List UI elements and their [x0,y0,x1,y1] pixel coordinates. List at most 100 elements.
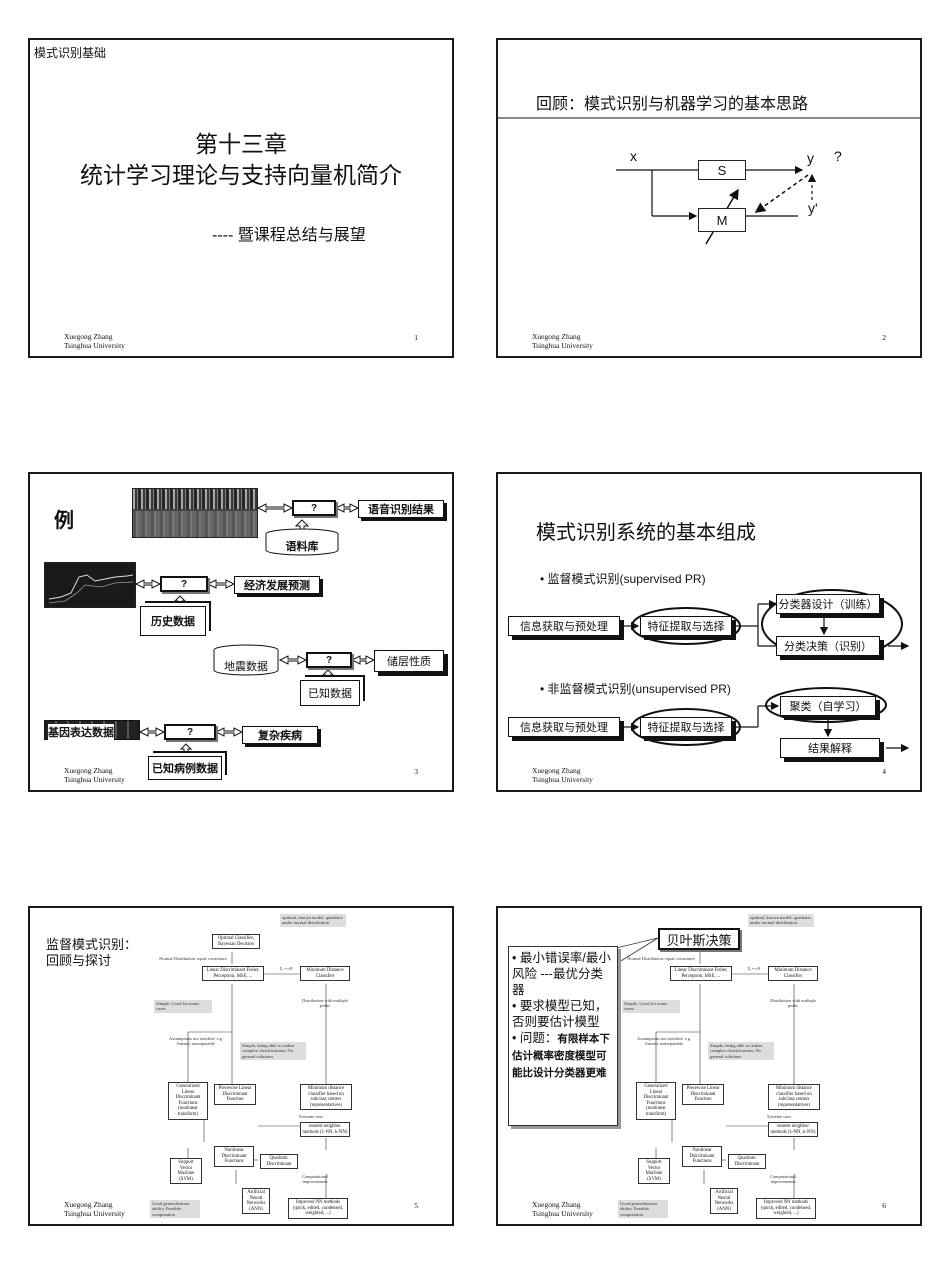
classifier-flowchart: Optimal Classifier, Bayesian Decision op… [616,912,916,1224]
optimal-note: optimal, known model, quadratic under no… [748,914,814,927]
econ-unknown-box: ? [160,576,208,592]
feature-box-unsupervised: 特征提取与选择 [640,717,732,737]
economic-chart-image [44,562,136,608]
simple-note: Simple, Good for many cases [622,1000,680,1013]
svm-box: Support Vector Machine (SVM) [638,1158,670,1185]
speech-result-box: 语音识别结果 [358,500,444,518]
sigma-label: Σᵢ = σ²I [747,966,761,971]
chapter-subtitle: 统计学习理论与支持向量机简介 [80,162,402,188]
speech-waveform-image [132,488,258,538]
page-number: 5 [414,1201,418,1210]
seismic-data-label: 地震数据 [224,661,268,673]
chapter-title: 第十三章 [195,131,287,157]
generalized-linear-box: Generalized Linear Discriminant Function… [168,1082,208,1120]
distribution-note: Distribution with multiple peaks [302,998,348,1009]
output-y-label: y [807,150,814,166]
normal-note: Normal Distribution, equal covariance [159,956,227,961]
subclass-centers-box: Minimum distance classifier based on sub… [768,1084,820,1111]
good-generalization-note: Good generalization ability, Feasible co… [150,1200,200,1219]
linear-discriminant-box: Linear Discriminant Fisher, Perceptron, … [670,966,732,982]
simple2-note: Simple, being able to realize complex cl… [240,1042,306,1061]
page-number: 1 [414,333,418,342]
computational-note: Computational improvements [769,1174,797,1185]
extreme-case-label: Extreme case [767,1114,791,1119]
known-cases-box: 已知病例数据 [148,756,222,780]
slide-title: 模式识别系统的基本组成 [536,522,756,544]
linear-discriminant-box: Linear Discriminant Fisher, Perceptron, … [202,966,264,982]
slide-6: Optimal Classifier, Bayesian Decision op… [496,906,922,1226]
question-label: ? [834,148,842,164]
output-yprime-label: y' [808,200,818,216]
bayes-decision-label: 贝叶斯决策 [658,928,740,950]
slide-title-line2: 回顾与探讨 [46,953,112,968]
known-data-box: 已知数据 [300,680,360,706]
page-number: 3 [414,767,418,776]
ann-box: Artificial Neural Networks (ANN) [710,1188,738,1215]
distribution-note: Distribution with multiple peaks [770,998,816,1009]
slide-2: 回顾：模式识别与机器学习的基本思路 S M x y ? y' Xuegong Z… [496,38,922,358]
assumption-note: Assumptions not satisfied, e.g. linearly… [169,1036,223,1047]
quadratic-box: Quadratic Discriminant [728,1154,766,1170]
extreme-case-label: Extreme case [299,1114,323,1119]
nonlinear-box: Nonlinear Discriminant Functions [682,1146,722,1167]
assumption-note: Assumptions not satisfied, e.g. linearly… [637,1036,691,1047]
bullet-model-known: • 要求模型已知，否则要估计模型 [512,999,608,1029]
page-number: 6 [882,1201,886,1210]
slide-header: 模式识别基础 [34,46,107,60]
slide-5: 监督模式识别： 回顾与探讨 Optimal Classifier, Bayesi… [28,906,454,1226]
input-x-label: x [630,148,637,164]
good-generalization-note: Good generalization ability, Feasible co… [618,1200,668,1219]
simple2-note: Simple, being able to realize complex cl… [708,1042,774,1061]
min-distance-box: Minimum Distance Classifier [768,966,818,982]
slide-title: 例 [54,510,74,532]
gene-unknown-box: ? [164,724,216,740]
improved-nn-box: Improved NN methods (quick, edited, cond… [756,1198,816,1219]
supervised-label: • 监督模式识别(supervised PR) [540,572,706,586]
page-number: 4 [882,767,886,776]
ann-box: Artificial Neural Networks (ANN) [242,1188,270,1215]
bullet-problem: • 问题：有限样本下估计概率密度模型可能比设计分类器更难 [512,1031,610,1079]
slide-1: 模式识别基础 第十三章 统计学习理论与支持向量机简介 ---- 暨课程总结与展望… [28,38,454,358]
speech-db-label: 语料库 [285,541,319,553]
bullet-optimal: • 最小错误率/最小风险 ---最优分类器 [512,951,611,997]
example-connectors [134,503,376,753]
reservoir-box: 储层性质 [374,650,444,672]
slide-title: 回顾：模式识别与机器学习的基本思路 [536,96,809,113]
econ-result-box: 经济发展预测 [234,576,320,594]
gene-data-label: 基因表达数据 [48,724,114,740]
generalized-linear-box: Generalized Linear Discriminant Function… [636,1082,676,1120]
model-m-box: M [698,208,746,232]
improved-nn-box: Improved NN methods (quick, edited, cond… [288,1198,348,1219]
sigma-label: Σᵢ = σ²I [279,966,293,971]
bayes-callout: • 最小错误率/最小风险 ---最优分类器 • 要求模型已知，否则要估计模型 •… [508,946,618,1126]
pr-flow-diagram [624,589,910,753]
seismic-unknown-box: ? [306,652,352,668]
slide-title-line1: 监督模式识别： [46,937,138,952]
system-s-box: S [698,160,746,180]
acquire-box-unsupervised: 信息获取与预处理 [508,717,620,737]
unsupervised-label: • 非监督模式识别(unsupervised PR) [540,682,731,696]
history-data-box: 历史数据 [140,606,206,636]
computational-note: Computational improvements [301,1174,329,1185]
nonlinear-box: Nonlinear Discriminant Functions [214,1146,254,1167]
optimal-note: optimal, known model, quadratic under no… [280,914,346,927]
simple-note: Simple, Good for many cases [154,1000,212,1013]
slide-3: 例 ? 语音识别结果 语料库 ? 经济发展预测 历史数据 地震数 [28,472,454,792]
feature-box-supervised: 特征提取与选择 [640,616,732,636]
result-interpretation-box: 结果解释 [780,738,880,758]
normal-note: Normal Distribution, equal covariance [627,956,695,961]
chapter-tagline: ---- 暨课程总结与展望 [212,227,366,244]
piecewise-linear-box: Piecewise Linear Discriminant Function [214,1084,256,1105]
quadratic-box: Quadratic Discriminant [260,1154,298,1170]
nearest-neighbor-box: nearest neighbor methods (1-NN, k-NN) [300,1122,350,1138]
disease-box: 复杂疾病 [242,726,318,744]
classifier-flowchart: Optimal Classifier, Bayesian Decision op… [148,912,448,1224]
classifier-design-box: 分类器设计（训练） [776,594,880,614]
subclass-centers-box: Minimum distance classifier based on sub… [300,1084,352,1111]
slide-4: 模式识别系统的基本组成 • 监督模式识别(supervised PR) • 非监… [496,472,922,792]
optimal-classifier-box: Optimal Classifier, Bayesian Decision [212,934,260,950]
